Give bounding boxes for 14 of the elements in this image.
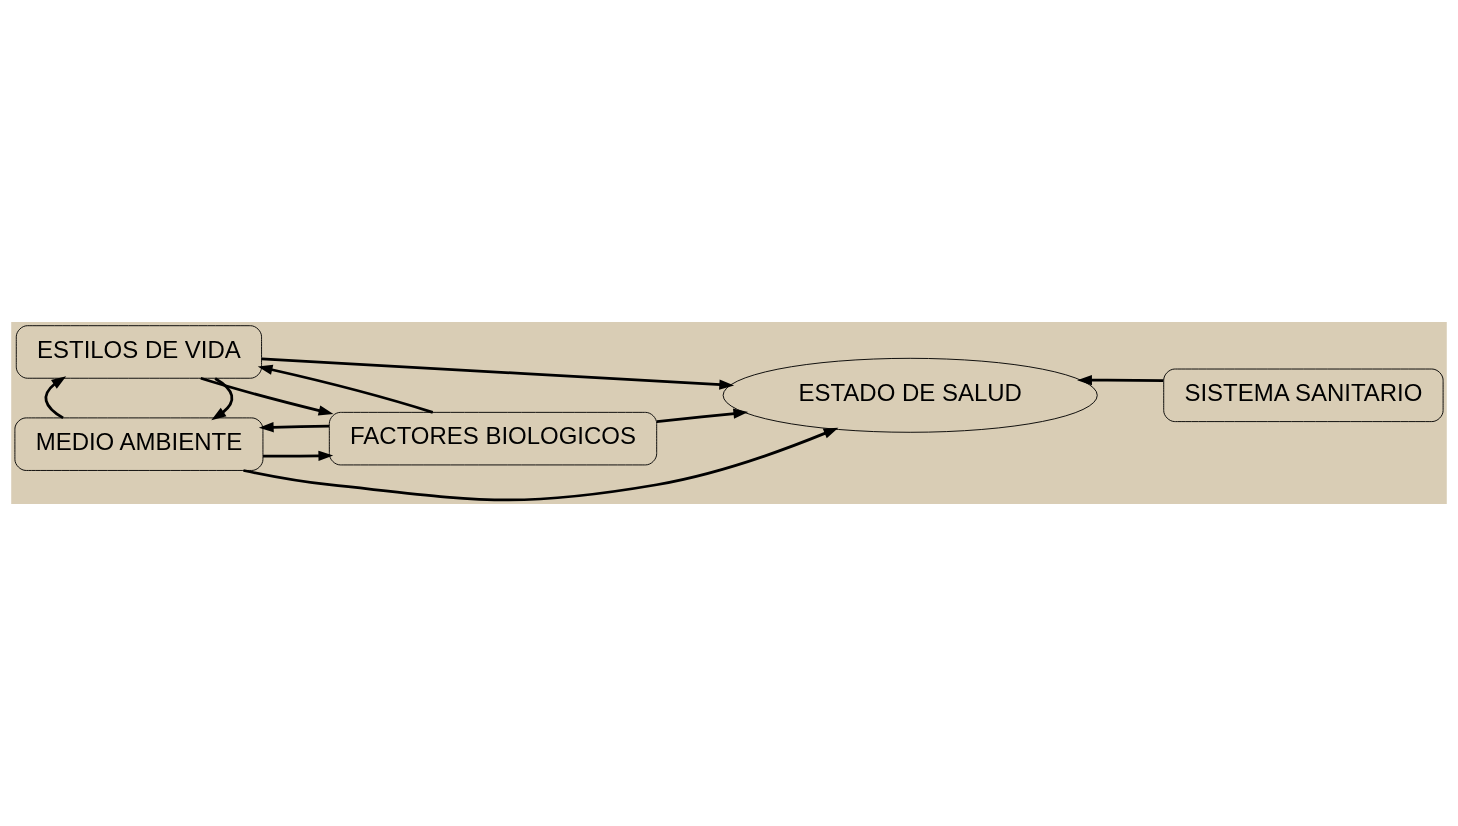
arrow <box>656 408 749 423</box>
arrow <box>243 427 839 502</box>
node-box: FACTORES BIOLOGICOS <box>328 411 658 466</box>
arrow <box>211 377 234 421</box>
arrow <box>263 450 334 462</box>
arrow <box>200 376 334 416</box>
node-box: SISTEMA SANITARIO <box>1163 368 1444 423</box>
node-box: ESTILOS DE VIDA <box>15 325 262 379</box>
arrow <box>1077 374 1164 386</box>
node-ellipse: ESTADO DE SALUD <box>722 357 1098 433</box>
arrow <box>257 364 434 414</box>
arrow <box>261 357 735 390</box>
arrow <box>258 422 330 433</box>
node-box: MEDIO AMBIENTE <box>14 417 264 471</box>
